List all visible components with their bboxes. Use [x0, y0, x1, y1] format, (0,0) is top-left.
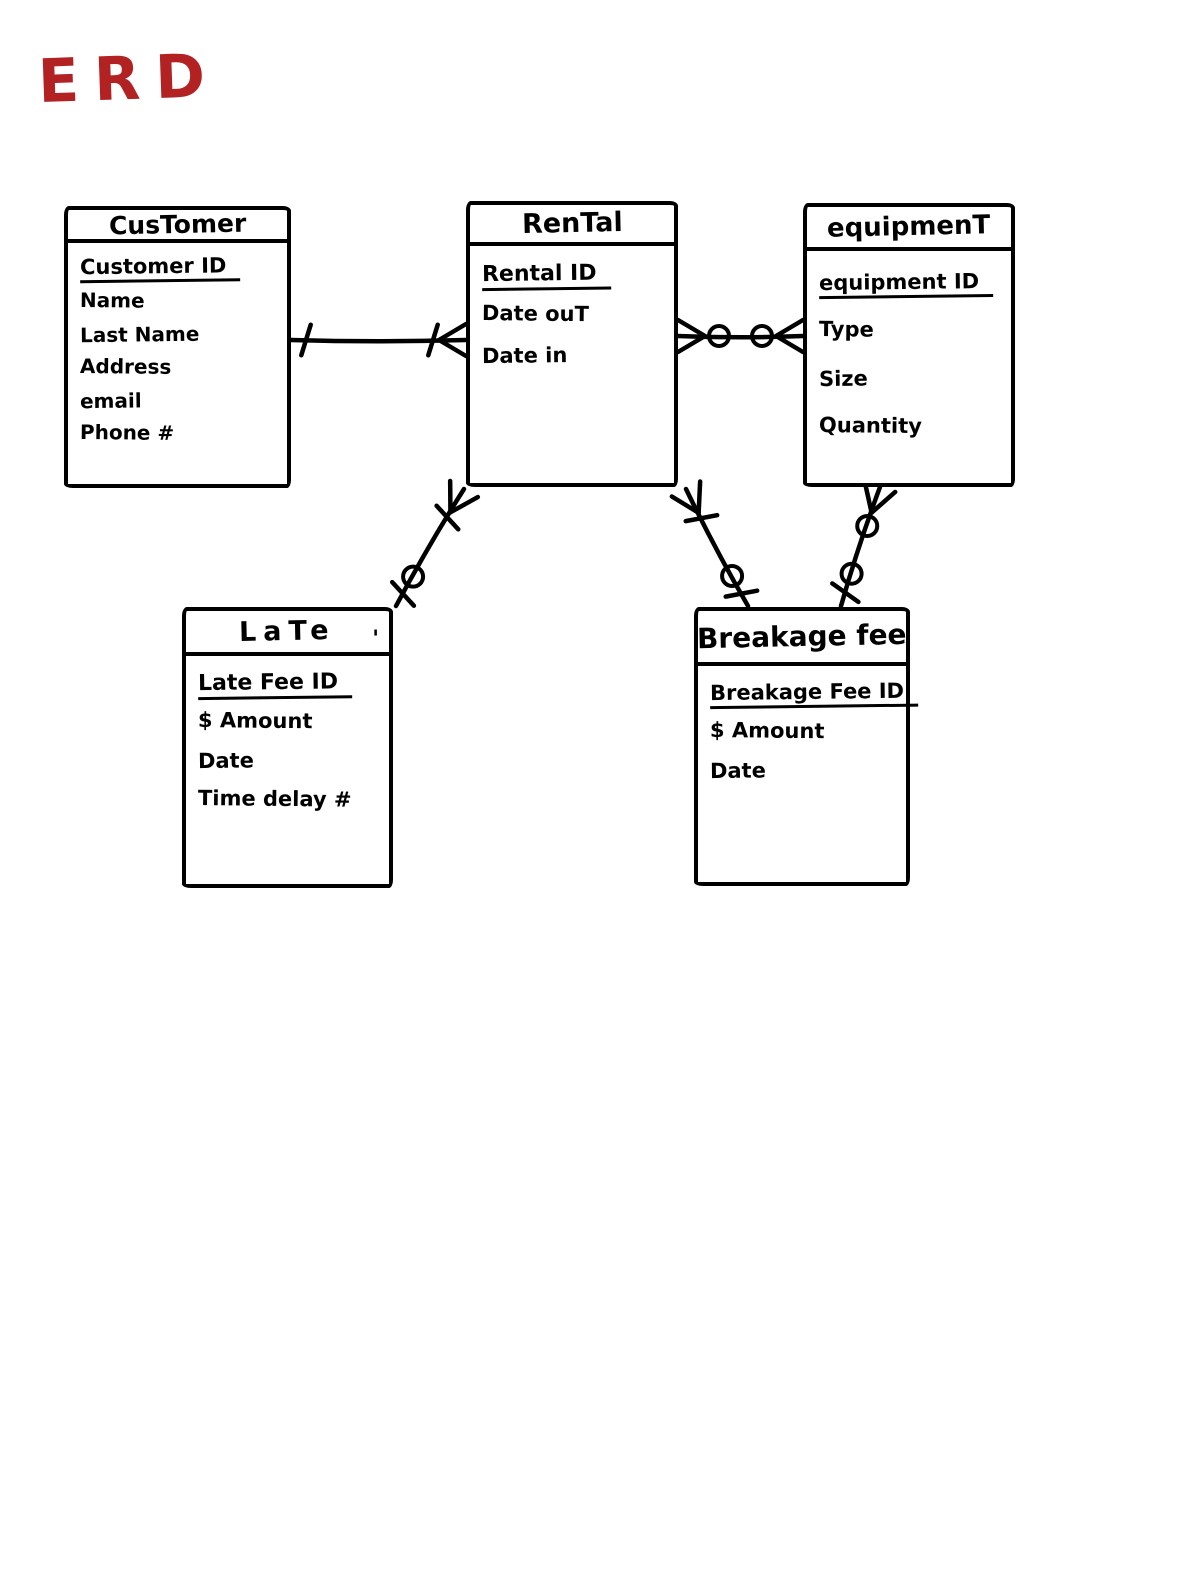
attribute: Date ouT: [481, 301, 590, 327]
attribute: Last Name: [79, 321, 200, 348]
entity-breakage-fee-pk: Breakage Fee ID: [709, 672, 919, 713]
erd-title: ERD: [36, 40, 222, 118]
entity-customer-body: Customer ID Name Last Name Address email…: [68, 243, 287, 450]
entity-rental-title: RenTal: [521, 206, 623, 241]
attribute: Date in: [481, 343, 568, 369]
entity-customer-pk: Customer ID: [79, 249, 275, 284]
attribute: Phone #: [79, 419, 175, 445]
attribute: Type: [818, 317, 874, 342]
attribute: Name: [79, 287, 145, 313]
entity-rental-body: Rental ID Date ouT Date in: [470, 246, 674, 376]
entity-late: LaTe ' Late Fee ID $ Amount Date Time de…: [182, 607, 393, 888]
attribute: Quantity: [818, 413, 923, 439]
stray-pen-mark: ': [372, 627, 379, 652]
entity-equipment-body: equipment ID Type Size Quantity: [807, 251, 1011, 450]
entity-equipment-header: equipmenT: [807, 207, 1011, 251]
relationship-customer-rental: [288, 321, 469, 359]
entity-breakage-fee-title: Breakage fee: [696, 617, 908, 656]
entity-rental: RenTal Rental ID Date ouT Date in: [466, 201, 678, 487]
primary-key-label: equipment ID: [818, 268, 994, 300]
entity-rental-pk: Rental ID: [481, 252, 662, 295]
entity-equipment-pk: equipment ID: [818, 257, 1000, 307]
entity-equipment-title: equipmenT: [827, 210, 991, 244]
entity-customer: CusTomer Customer ID Name Last Name Addr…: [64, 206, 291, 488]
attribute: Date: [709, 758, 767, 784]
attribute: Size: [818, 366, 868, 392]
entity-customer-title: CusTomer: [108, 208, 247, 241]
entity-late-body: Late Fee ID $ Amount Date Time delay #: [186, 656, 389, 819]
entity-breakage-fee-header: Breakage fee: [696, 611, 908, 666]
relationship-rental-late: [389, 478, 481, 609]
attribute: Date: [197, 748, 255, 774]
primary-key-label: Rental ID: [481, 260, 611, 292]
attribute: Address: [79, 353, 172, 379]
entity-late-pk: Late Fee ID: [197, 662, 377, 703]
primary-key-label: Breakage Fee ID: [709, 678, 919, 710]
attribute: $ Amount: [197, 708, 313, 734]
primary-key-label: Customer ID: [79, 253, 241, 284]
primary-key-label: Late Fee ID: [197, 669, 353, 701]
entity-breakage-fee-body: Breakage Fee ID $ Amount Date: [698, 666, 919, 790]
entity-late-title: LaTe: [238, 614, 337, 649]
entity-customer-header: CusTomer: [68, 208, 287, 243]
relationship-equipment-breakage-fee: [830, 479, 898, 609]
attribute: Time delay #: [197, 786, 352, 812]
entity-rental-header: RenTal: [470, 205, 674, 246]
relationship-rental-breakage-fee: [669, 479, 760, 609]
attribute: email: [79, 388, 142, 414]
attribute: $ Amount: [709, 718, 825, 744]
entity-late-header: LaTe ': [186, 611, 389, 656]
relationship-rental-equipment: [675, 317, 806, 355]
entity-equipment: equipmenT equipment ID Type Size Quantit…: [803, 203, 1015, 487]
entity-breakage-fee: Breakage fee Breakage Fee ID $ Amount Da…: [694, 607, 919, 886]
